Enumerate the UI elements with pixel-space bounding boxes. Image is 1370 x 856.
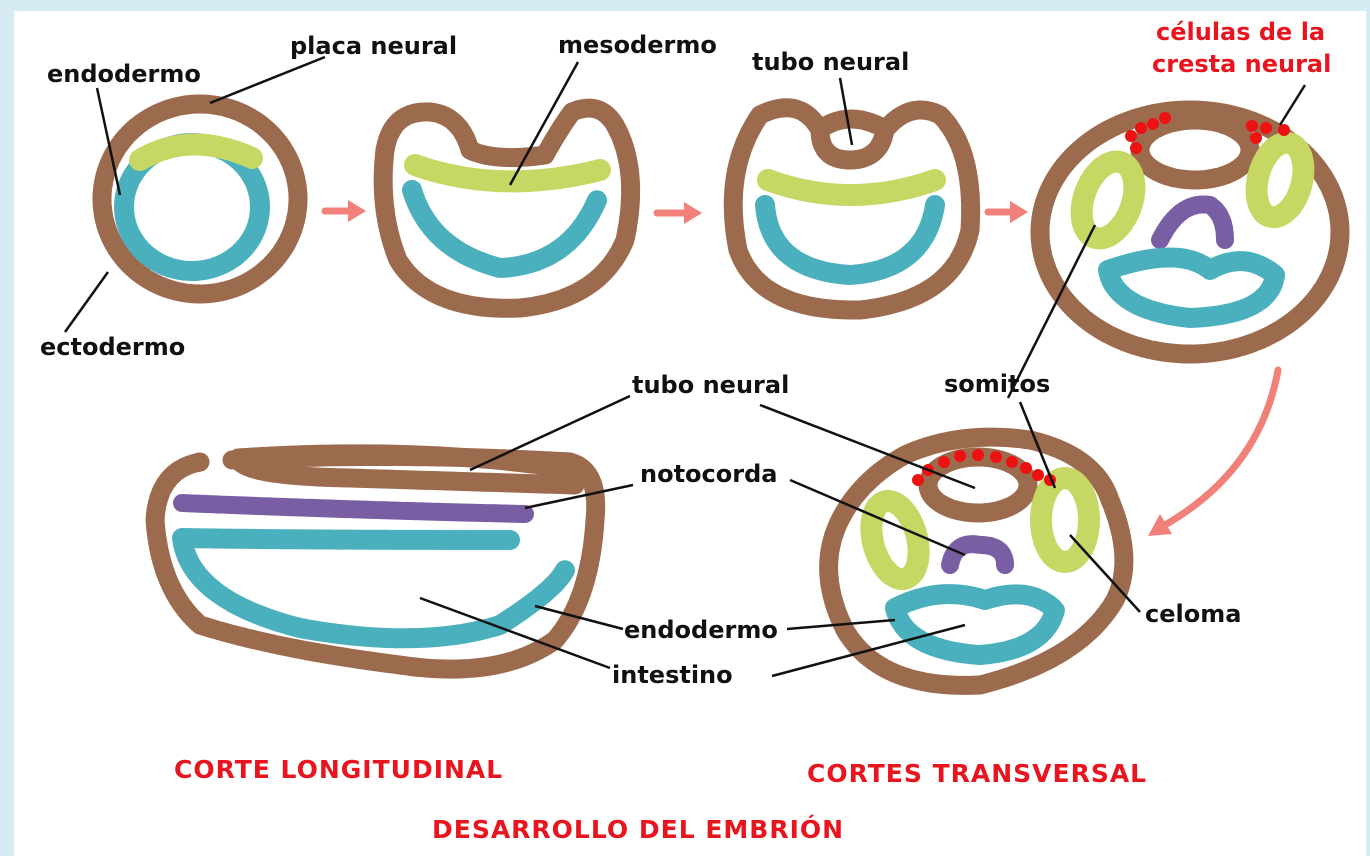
label-celulas-line1: células de la — [1156, 18, 1325, 46]
stage-2-embryo — [383, 108, 630, 308]
stage-4-notochord — [1160, 204, 1225, 240]
curved-arrow — [1148, 370, 1278, 536]
arrow-2 — [657, 202, 702, 224]
stage-4-somite-right — [1249, 138, 1311, 223]
label-celulas-line2: cresta neural — [1152, 50, 1331, 78]
stage-1-mesoderm — [140, 144, 252, 160]
stage-1-embryo — [102, 104, 298, 294]
transverse-somite-left — [863, 496, 926, 585]
stage-4-somite-left — [1072, 154, 1144, 246]
longitudinal-notochord — [182, 503, 525, 514]
label-celoma: celoma — [1145, 600, 1241, 628]
stage-2-endoderm — [412, 190, 598, 268]
caption-transversal: CORTES TRANSVERSAL — [807, 759, 1147, 788]
stage-4-endoderm — [1108, 258, 1275, 319]
stage-3-neural-fold — [822, 119, 883, 128]
caption-title: DESARROLLO DEL EMBRIÓN — [432, 814, 844, 844]
arrow-1 — [325, 200, 366, 222]
stage-3-endoderm — [765, 205, 935, 275]
caption-longitudinal: CORTE LONGITUDINAL — [174, 755, 503, 784]
stage-4-embryo — [1040, 110, 1340, 354]
label-endodermo-top: endodermo — [47, 60, 201, 88]
label-endodermo-bottom: endodermo — [624, 616, 778, 644]
transverse-endoderm — [895, 594, 1055, 655]
label-notocorda: notocorda — [640, 460, 777, 488]
label-tubo-neural-top: tubo neural — [752, 48, 909, 76]
label-somitos: somitos — [944, 370, 1050, 398]
longitudinal-endoderm — [182, 538, 565, 638]
label-intestino: intestino — [612, 661, 733, 689]
longitudinal-section — [155, 454, 596, 669]
label-placa-neural: placa neural — [290, 32, 457, 60]
stage-4-neural-tube — [1140, 120, 1250, 180]
stage-2-mesoderm — [415, 165, 600, 181]
label-tubo-neural-mid: tubo neural — [632, 371, 789, 399]
arrow-3 — [988, 201, 1028, 223]
label-ectodermo: ectodermo — [40, 333, 185, 361]
transverse-notochord — [950, 544, 1005, 565]
longitudinal-neural-tube — [238, 454, 575, 485]
stage-3-mesoderm — [768, 180, 935, 195]
label-mesodermo: mesodermo — [558, 31, 717, 59]
